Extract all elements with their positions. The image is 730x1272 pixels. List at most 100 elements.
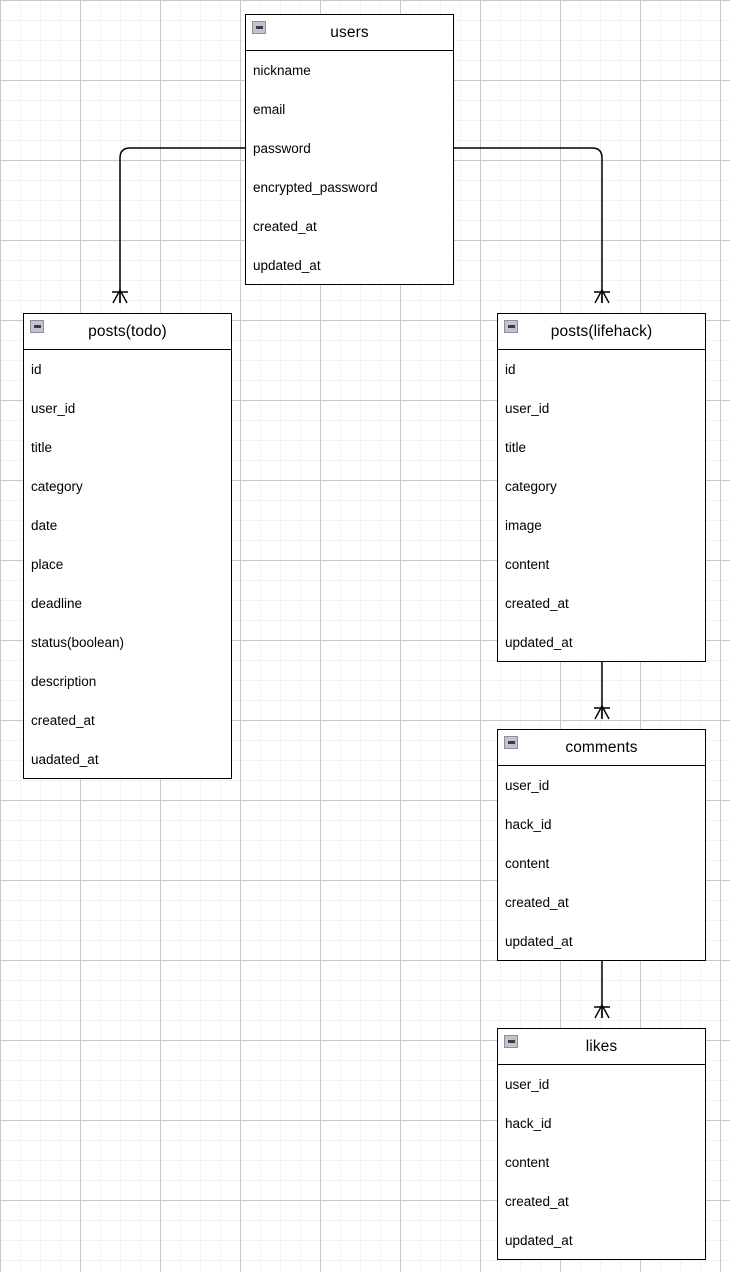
attribute-row[interactable]: updated_at <box>498 623 705 662</box>
attribute-label: updated_at <box>505 933 573 949</box>
attribute-row[interactable]: content <box>498 844 705 883</box>
crows-foot-prong <box>594 1004 603 1019</box>
entity-title: users <box>330 23 369 41</box>
attribute-label: user_id <box>31 400 76 416</box>
minus-glyph <box>255 26 263 29</box>
relationship-line-users-to-posts-lifehack[interactable] <box>454 147 603 303</box>
entity-header-users[interactable]: users <box>246 15 453 51</box>
crows-foot-prong <box>119 289 128 304</box>
attribute-row[interactable]: created_at <box>246 207 453 246</box>
attribute-label: updated_at <box>505 634 573 650</box>
attribute-label: image <box>505 517 542 533</box>
attribute-row[interactable]: status(boolean) <box>24 623 231 662</box>
collapse-minus-icon[interactable] <box>30 320 44 333</box>
attribute-row[interactable]: category <box>498 467 705 506</box>
attribute-row[interactable]: date <box>24 506 231 545</box>
attribute-label: category <box>31 478 83 494</box>
attribute-row[interactable]: email <box>246 90 453 129</box>
attribute-row[interactable]: content <box>498 1143 705 1182</box>
attribute-row[interactable]: password <box>246 129 453 168</box>
entity-title: posts(todo) <box>88 322 167 340</box>
attribute-label: content <box>505 855 550 871</box>
attribute-row[interactable]: updated_at <box>498 922 705 961</box>
attribute-row[interactable]: category <box>24 467 231 506</box>
attribute-row[interactable]: encrypted_password <box>246 168 453 207</box>
attribute-label: deadline <box>31 595 83 611</box>
attribute-row[interactable]: created_at <box>24 701 231 740</box>
crows-foot-prong <box>594 705 603 720</box>
crows-foot-prong <box>594 289 603 304</box>
attribute-label: content <box>505 1154 550 1170</box>
collapse-minus-icon[interactable] <box>504 1035 518 1048</box>
crows-foot-prong <box>601 289 610 304</box>
attribute-row[interactable]: user_id <box>498 766 705 805</box>
entity-header-posts_todo[interactable]: posts(todo) <box>24 314 231 350</box>
crows-foot-prong <box>112 289 121 304</box>
attribute-row[interactable]: title <box>498 428 705 467</box>
collapse-minus-icon[interactable] <box>504 736 518 749</box>
attribute-label: created_at <box>31 712 95 728</box>
minus-glyph <box>507 325 515 328</box>
attribute-row[interactable]: created_at <box>498 584 705 623</box>
attribute-label: id <box>505 361 516 377</box>
collapse-minus-icon[interactable] <box>504 320 518 333</box>
attribute-row[interactable]: deadline <box>24 584 231 623</box>
attribute-label: created_at <box>505 1193 569 1209</box>
attribute-row[interactable]: id <box>24 350 231 389</box>
attribute-row[interactable]: hack_id <box>498 805 705 844</box>
attribute-label: category <box>505 478 557 494</box>
attribute-label: email <box>253 101 286 117</box>
attribute-row[interactable]: image <box>498 506 705 545</box>
attribute-row[interactable]: created_at <box>498 1182 705 1221</box>
attribute-row[interactable]: hack_id <box>498 1104 705 1143</box>
attribute-row[interactable]: description <box>24 662 231 701</box>
attribute-label: nickname <box>253 62 311 78</box>
attribute-label: uadated_at <box>31 751 99 767</box>
attribute-label: created_at <box>253 218 317 234</box>
minus-glyph <box>507 1040 515 1043</box>
attribute-row[interactable]: title <box>24 428 231 467</box>
attribute-label: updated_at <box>253 257 321 273</box>
attribute-row[interactable]: user_id <box>498 389 705 428</box>
crows-foot-prong <box>601 705 610 720</box>
attribute-label: user_id <box>505 777 550 793</box>
attribute-label: password <box>253 140 311 156</box>
entity-title: comments <box>565 738 638 756</box>
attribute-label: place <box>31 556 64 572</box>
entity-header-comments[interactable]: comments <box>498 730 705 766</box>
attribute-label: hack_id <box>505 816 552 832</box>
attribute-row[interactable]: id <box>498 350 705 389</box>
attribute-row[interactable]: nickname <box>246 51 453 90</box>
attribute-label: created_at <box>505 894 569 910</box>
attribute-row[interactable]: updated_at <box>246 246 453 285</box>
attribute-label: encrypted_password <box>253 179 378 195</box>
attribute-label: updated_at <box>505 1232 573 1248</box>
attribute-row[interactable]: uadated_at <box>24 740 231 779</box>
entity-users[interactable]: users nickname email password encrypted_pass… <box>245 14 454 285</box>
minus-glyph <box>507 741 515 744</box>
attribute-row[interactable]: created_at <box>498 883 705 922</box>
attribute-row[interactable]: content <box>498 545 705 584</box>
relationship-line-users-to-posts-todo[interactable] <box>119 147 245 303</box>
entity-header-posts_lifehack[interactable]: posts(lifehack) <box>498 314 705 350</box>
attribute-row[interactable]: place <box>24 545 231 584</box>
entity-title: posts(lifehack) <box>550 322 653 340</box>
attribute-label: user_id <box>505 1076 550 1092</box>
entity-header-likes[interactable]: likes <box>498 1029 705 1065</box>
attribute-label: date <box>31 517 58 533</box>
attribute-row[interactable]: updated_at <box>498 1221 705 1260</box>
crows-foot-prong <box>601 1004 610 1019</box>
attribute-label: title <box>31 439 53 455</box>
attribute-row[interactable]: user_id <box>24 389 231 428</box>
collapse-minus-icon[interactable] <box>252 21 266 34</box>
attribute-row[interactable]: user_id <box>498 1065 705 1104</box>
